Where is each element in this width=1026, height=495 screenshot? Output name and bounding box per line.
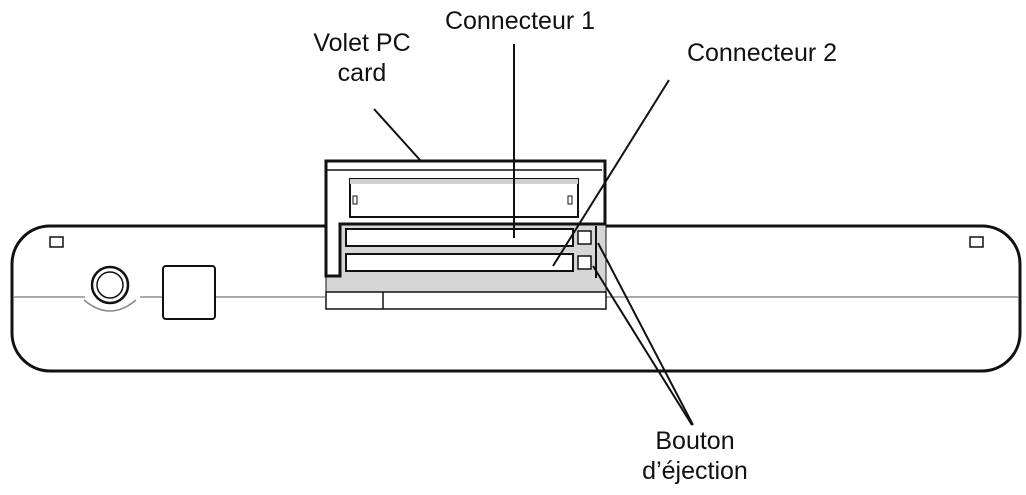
leader-bouton-2 — [592, 265, 693, 426]
label-volet-pc-card: Volet PC card — [292, 28, 432, 88]
pc-card-lip — [325, 291, 607, 310]
square-button — [162, 265, 216, 320]
flap-slot-shadow — [350, 179, 578, 184]
audio-jack-recess — [83, 299, 137, 312]
label-bouton-line-1: Bouton — [655, 427, 735, 455]
connecteur-2-slot — [345, 253, 574, 272]
connecteur-1-slot — [345, 228, 574, 247]
flap-slot-notch-right — [567, 195, 573, 205]
label-connecteur-1: Connecteur 1 — [444, 7, 596, 35]
leader-connecteur-2 — [552, 79, 670, 267]
eject-button-2 — [577, 255, 592, 270]
label-connecteur-2: Connecteur 2 — [686, 39, 838, 67]
audio-jack-inner — [96, 271, 124, 299]
led-right — [969, 236, 984, 248]
label-volet-line-1: Volet PC — [313, 29, 411, 57]
label-volet-line-2: card — [337, 59, 387, 87]
flap-slot-notch-left — [352, 195, 358, 205]
eject-button-1 — [577, 230, 592, 245]
led-left — [49, 236, 64, 248]
flap-slot — [349, 178, 579, 218]
leader-bouton-1 — [597, 242, 694, 426]
label-bouton-line-2: d’éjection — [642, 457, 748, 485]
label-bouton-ejection: Bouton d’éjection — [620, 426, 770, 486]
leader-volet — [373, 108, 421, 161]
